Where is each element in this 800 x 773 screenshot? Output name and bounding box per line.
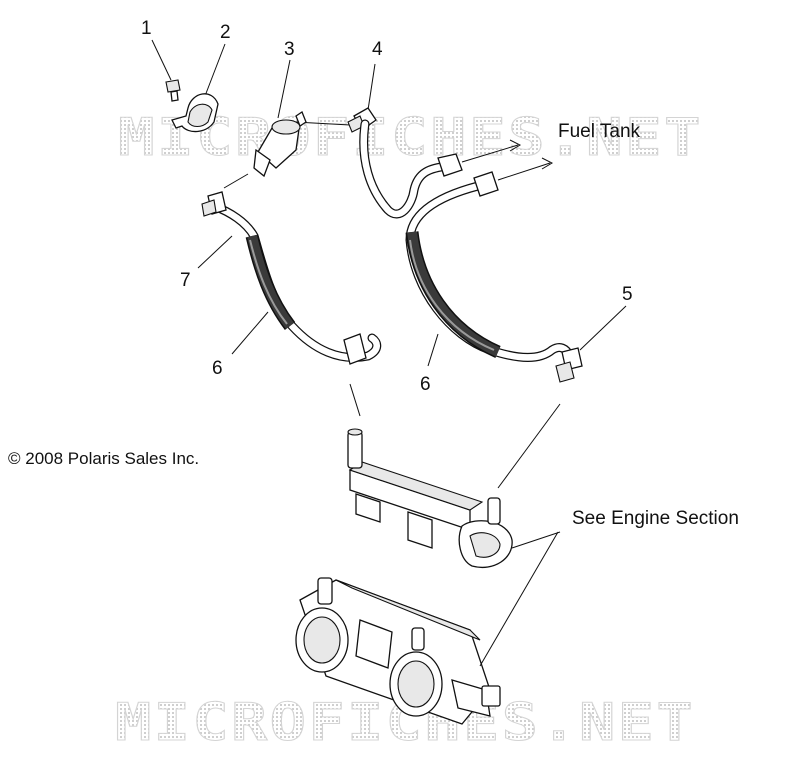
callout-3: 3 <box>284 39 295 60</box>
callout-leaders <box>197 235 439 367</box>
hose-to-fuel-tank-upper <box>359 119 522 219</box>
callout-7: 7 <box>180 270 191 291</box>
fuel-rail <box>347 428 561 568</box>
part-connector-right <box>497 305 627 489</box>
callout-1: 1 <box>141 18 152 39</box>
throttle-body <box>295 531 559 725</box>
callout-6-right: 6 <box>420 374 431 395</box>
fuel-tank-label: Fuel Tank <box>558 121 641 142</box>
part-connector-top <box>347 63 377 133</box>
callout-4: 4 <box>372 39 383 60</box>
callout-5: 5 <box>622 284 633 305</box>
part-fuel-filter <box>223 59 351 189</box>
part-screw <box>151 39 181 102</box>
engine-section-label: See Engine Section <box>572 508 739 529</box>
part-clamp <box>171 43 226 133</box>
hose-right-to-rail <box>405 157 575 362</box>
copyright-notice: © 2008 Polaris Sales Inc. <box>8 449 199 468</box>
callout-6-left: 6 <box>212 358 223 379</box>
callout-2: 2 <box>220 22 231 43</box>
hose-left-to-rail <box>201 191 382 417</box>
